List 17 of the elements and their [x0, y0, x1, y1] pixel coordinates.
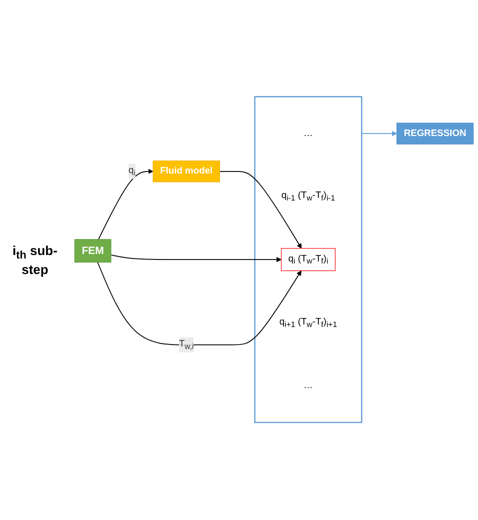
step-label: i$_{th}$ sub-step [12, 243, 58, 277]
node-text: … [304, 128, 313, 139]
edge-label: q$_{i}$ [128, 166, 136, 178]
node-text: q$_{i+1}$ (T$_{w}$-T$_{f}$)$_{i+1}$ [279, 317, 338, 330]
node-box: q$_{i}$ (T$_{w}$-T$_{f}$)$_{i}$ [280, 248, 336, 272]
arrow [219, 171, 302, 250]
node-text: q$_{i-1}$ (T$_{w}$-T$_{f}$)$_{i-1}$ [281, 190, 336, 203]
arrow [98, 169, 154, 240]
node-box: REGRESSION [396, 123, 474, 145]
arrow [97, 262, 302, 346]
node-text: … [304, 380, 313, 391]
node-box: FEM [74, 240, 112, 263]
edge-label: T$_{w,i}$ [178, 339, 194, 352]
arrow [110, 254, 282, 263]
arrow [361, 131, 398, 137]
node-box: Fluid model [152, 161, 220, 183]
cluster [254, 96, 362, 424]
